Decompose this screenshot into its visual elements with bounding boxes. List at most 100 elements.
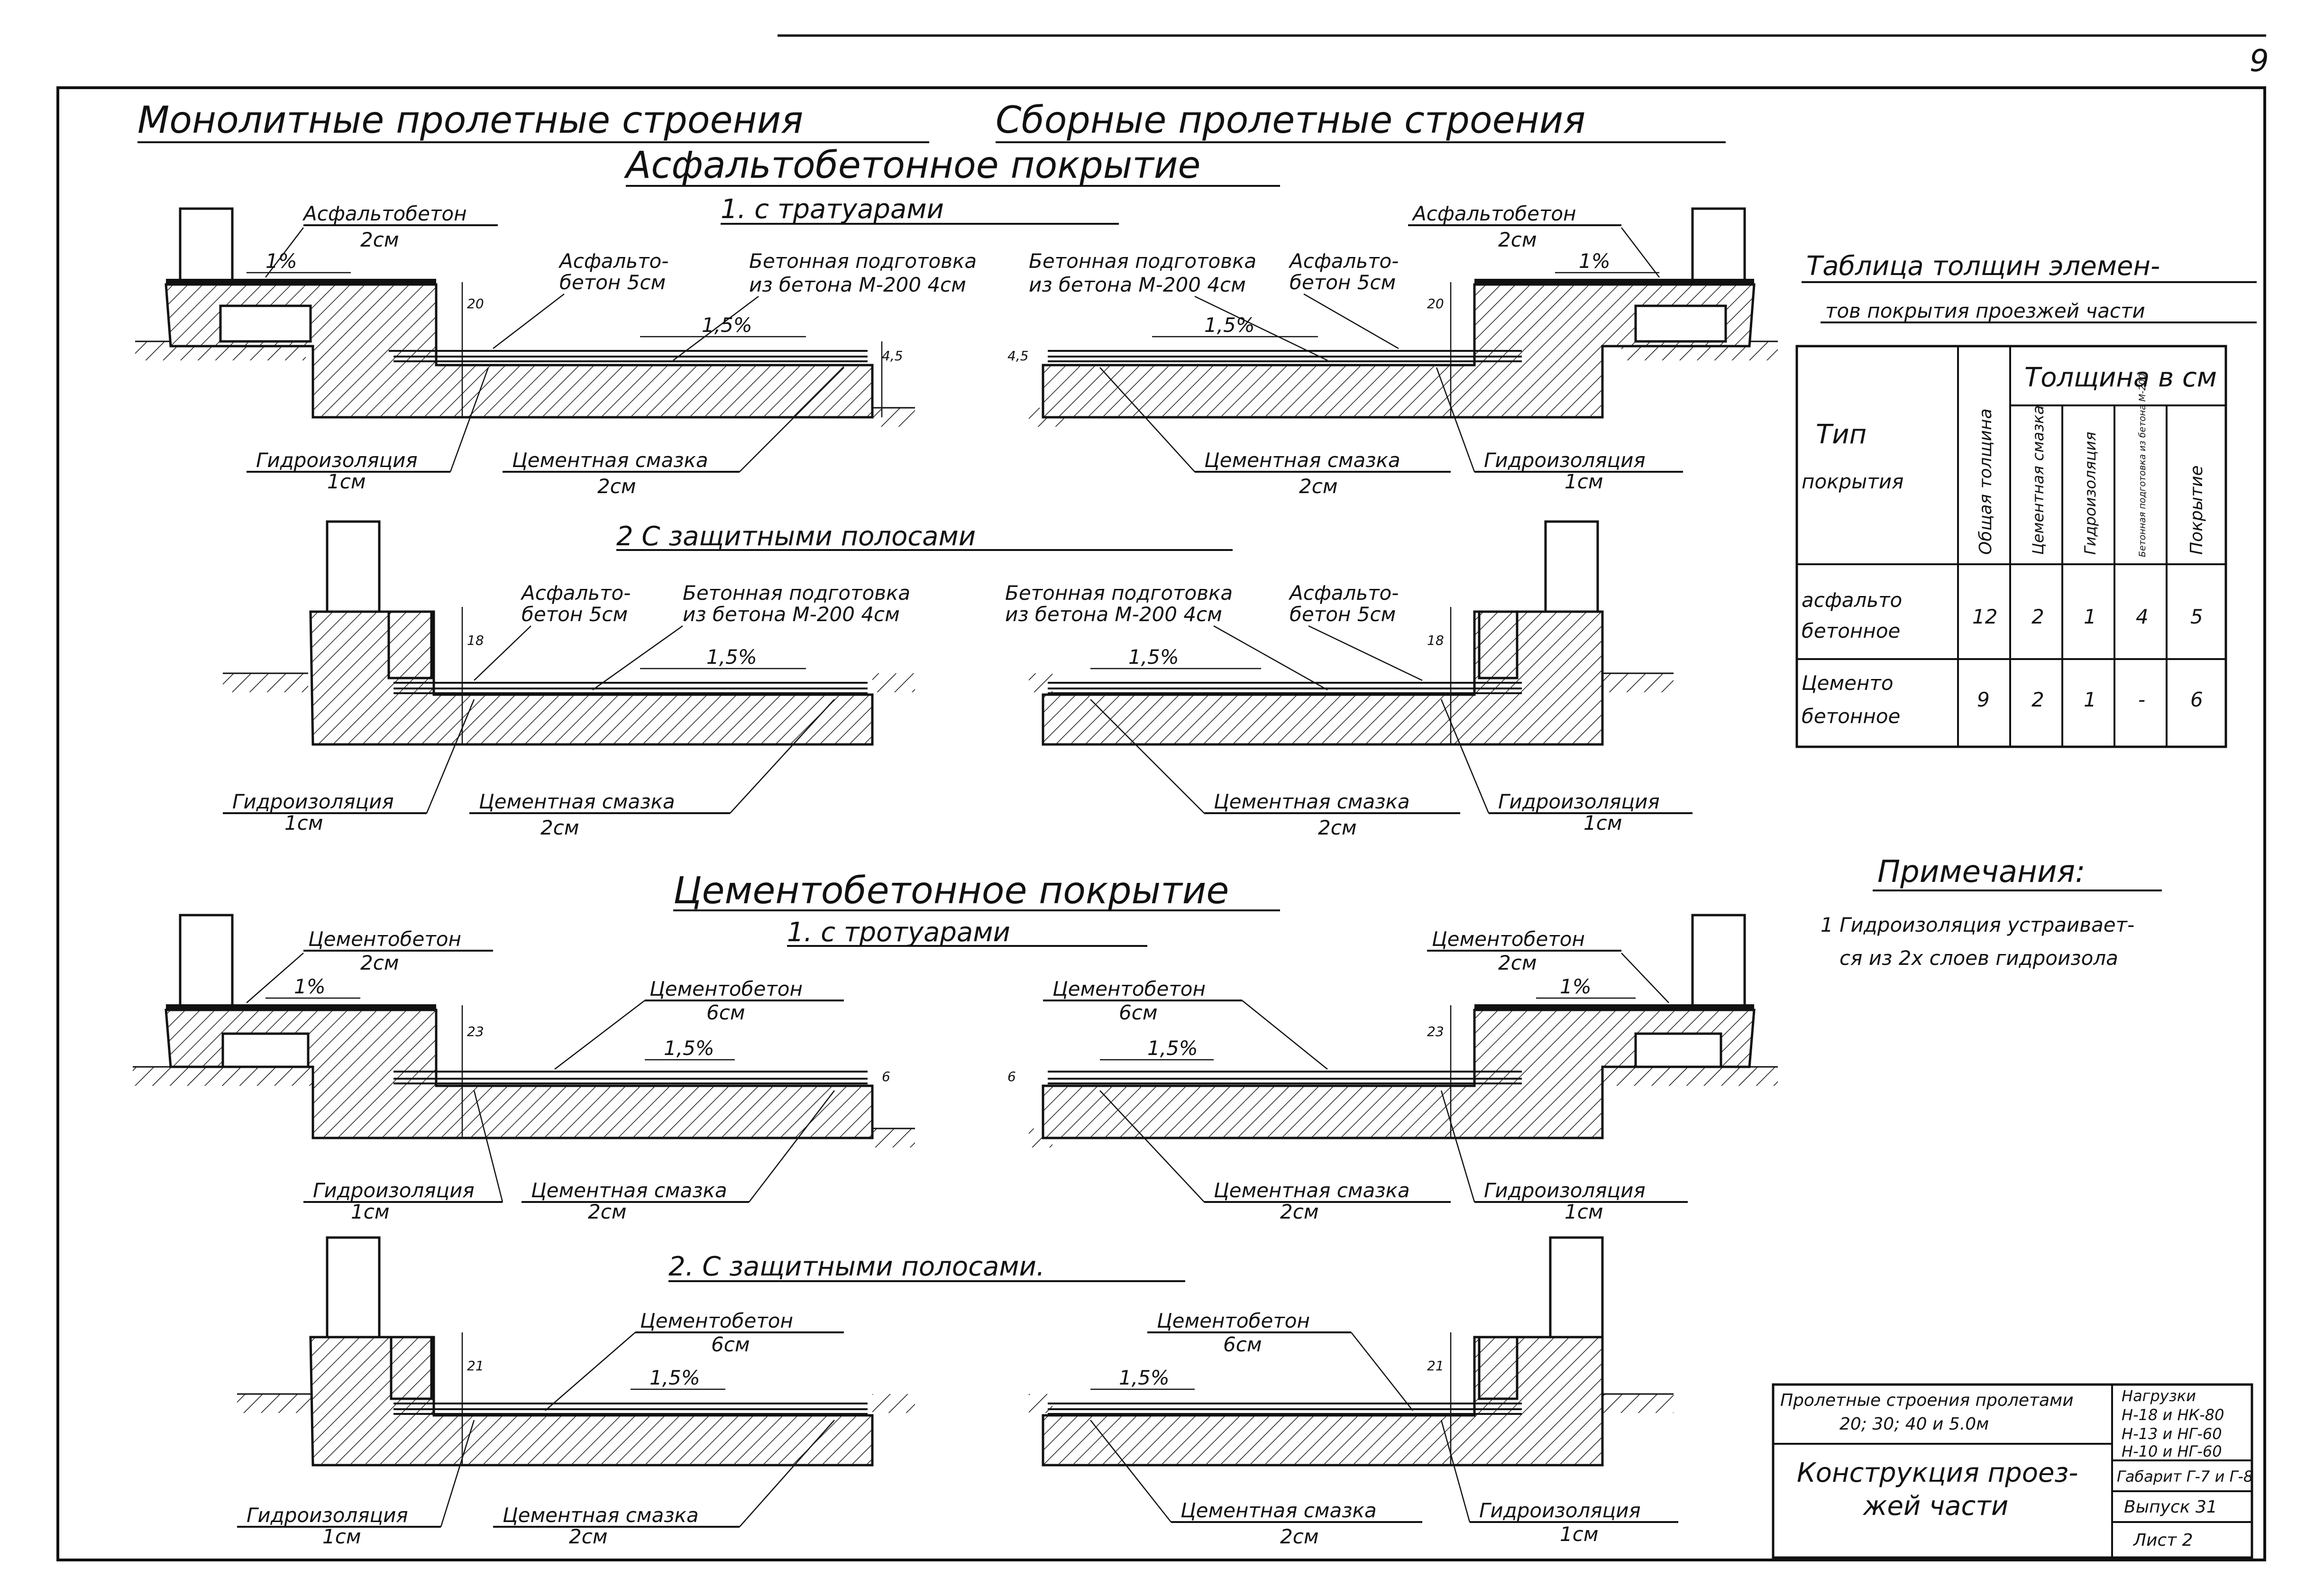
- table-row2-v0: 9: [1977, 688, 1990, 711]
- label-slope15-6: 1,5%: [1147, 1036, 1198, 1060]
- detail-cement-strip-right: [1029, 1236, 1674, 1467]
- dim-6-b: 6: [1007, 1069, 1016, 1084]
- label-prep-b: из бетона М-200 4см: [749, 273, 966, 296]
- title-block: [1772, 1383, 2253, 1559]
- label-grease-4: Цементная смазка: [1214, 790, 1410, 813]
- stamp-load-4: Н-10 и НГ-60: [2122, 1442, 2222, 1460]
- label-1cm-7: 1см: [322, 1525, 361, 1548]
- label-slope-3: 1%: [294, 975, 326, 998]
- dim-21-a: 21: [467, 1358, 484, 1374]
- label-hydro-3: Гидроизоляция: [232, 790, 394, 813]
- label-grease-8: Цементная смазка: [1180, 1499, 1377, 1522]
- stamp-title-a: Пролетные строения пролетами: [1780, 1391, 2074, 1410]
- table-row2-type-b: бетонное: [1802, 705, 1900, 728]
- table-row2-v3: -: [2138, 688, 2145, 711]
- label-hydro-7: Гидроизоляция: [247, 1504, 408, 1527]
- label-6cm-a: 6см: [706, 1001, 745, 1024]
- table-row1-v0: 12: [1972, 605, 1997, 628]
- detail-asphalt-strip-right: [1029, 520, 1674, 746]
- subheading-1: 1. с тратуарами: [721, 194, 944, 225]
- label-slope15-1: 1,5%: [702, 313, 752, 337]
- label-2cm-b: 2см: [1498, 228, 1537, 251]
- detail-cement-sidewalk-right: [1029, 914, 1778, 1147]
- table-col-hydro: Гидроизоляция: [2081, 431, 2099, 555]
- label-1cm-1: 1см: [327, 470, 366, 493]
- label-asph5-d: бетон 5см: [1290, 271, 1396, 294]
- label-asphalt-2cm-right: Асфальтобетон: [1411, 202, 1576, 225]
- label-asphalt-2cm-left: Асфальтобетон: [302, 202, 467, 225]
- thickness-table: [1795, 345, 2227, 748]
- label-slope-4: 1%: [1560, 975, 1592, 998]
- stamp-issue: Выпуск 31: [2124, 1497, 2217, 1517]
- label-hydro-1: Гидроизоляция: [256, 449, 418, 472]
- stamp-subject-b: жей части: [1862, 1491, 2008, 1522]
- table-col-prep: Бетонная подготовка из бетона М-200: [2137, 374, 2148, 557]
- detail-asphalt-sidewalk-left: [135, 207, 915, 427]
- stamp-load-2: Н-18 и НК-80: [2122, 1406, 2224, 1424]
- label-1cm-5: 1см: [351, 1200, 390, 1223]
- dim-20-b: 20: [1427, 296, 1444, 312]
- label-prep-h: из бетона М-200 4см: [1005, 603, 1222, 626]
- dim-21-b: 21: [1427, 1358, 1444, 1374]
- table-row1-type-b: бетонное: [1802, 619, 1900, 642]
- stamp-gabarit: Габарит Г-7 и Г-8: [2117, 1468, 2253, 1486]
- table-title-2: тов покрытия проезжей части: [1825, 299, 2145, 322]
- notes-title: Примечания:: [1877, 854, 2086, 890]
- dim-23-a: 23: [467, 1024, 484, 1039]
- label-hydro-8: Гидроизоляция: [1479, 1499, 1641, 1522]
- label-6cm-c: 6см: [711, 1333, 750, 1356]
- label-slope-left: 1%: [265, 249, 297, 273]
- notes-line-1: 1 Гидроизоляция устраивает-: [1821, 913, 2134, 936]
- label-prep-e: Бетонная подготовка: [683, 581, 910, 605]
- label-asph5-h: бетон 5см: [1290, 603, 1396, 626]
- label-prep-a: Бетонная подготовка: [749, 249, 977, 273]
- label-hydro-5: Гидроизоляция: [313, 1179, 475, 1202]
- label-6cm-d: 6см: [1223, 1333, 1262, 1356]
- table-row2-v4: 6: [2190, 688, 2203, 711]
- label-asph5-b: бетон 5см: [559, 271, 666, 294]
- label-2cm-2: 2см: [1299, 475, 1338, 498]
- label-cc-c: Цементобетон: [1432, 927, 1585, 951]
- label-hydro-2: Гидроизоляция: [1484, 449, 1646, 472]
- label-2cm-a: 2см: [360, 228, 399, 251]
- dim-45-a: 4,5: [882, 348, 903, 364]
- table-col-type-a: Тип: [1816, 419, 1867, 450]
- subheading-3: 1. с тротуарами: [787, 917, 1010, 948]
- label-asph5-a: Асфальто-: [558, 249, 668, 273]
- label-hydro-4: Гидроизоляция: [1498, 790, 1660, 813]
- table-row1-v4: 5: [2190, 605, 2203, 628]
- table-group-header: Толщина в см: [2024, 362, 2217, 393]
- heading-monolithic: Монолитные пролетные строения: [137, 99, 803, 142]
- table-row1-type-a: асфальто: [1802, 588, 1902, 612]
- label-grease-6: Цементная смазка: [1214, 1179, 1410, 1202]
- label-2cm-7: 2см: [1498, 951, 1537, 974]
- label-1cm-6: 1см: [1565, 1200, 1603, 1223]
- label-hydro-6: Гидроизоляция: [1484, 1179, 1646, 1202]
- label-slope15-4: 1,5%: [1128, 645, 1179, 669]
- table-row1-v3: 4: [2136, 605, 2149, 628]
- label-2cm-4: 2см: [1318, 816, 1357, 839]
- page-number: 9: [2250, 44, 2269, 79]
- label-1cm-4: 1см: [1583, 811, 1622, 835]
- stamp-sheet: Лист 2: [2132, 1531, 2193, 1550]
- label-1cm-2: 1см: [1565, 470, 1603, 493]
- label-2cm-6: 2см: [588, 1200, 627, 1223]
- dim-18-a: 18: [467, 633, 484, 648]
- table-row2-v1: 2: [2031, 688, 2044, 711]
- label-1cm-3: 1см: [284, 811, 323, 835]
- label-2cm-8: 2см: [1280, 1200, 1319, 1223]
- dim-18-b: 18: [1427, 633, 1444, 648]
- detail-cement-strip-left: [237, 1236, 915, 1467]
- label-grease-1: Цементная смазка: [512, 449, 708, 472]
- table-col-grease: Цементная смазка: [2029, 405, 2047, 555]
- subheading-2: 2 С защитными полосами: [616, 521, 976, 552]
- dim-20-a: 20: [467, 296, 484, 312]
- table-col-cover: Покрытие: [2187, 465, 2206, 555]
- label-cc-e: Цементобетон: [640, 1309, 793, 1332]
- stamp-subject-a: Конструкция проез-: [1797, 1458, 2078, 1488]
- label-asph5-c: Асфальто-: [1288, 249, 1399, 273]
- detail-cement-sidewalk-left: [133, 914, 915, 1147]
- table-row1-v1: 2: [2031, 605, 2044, 628]
- sheet-border: [56, 86, 2266, 1561]
- label-prep-g: Бетонная подготовка: [1005, 581, 1233, 605]
